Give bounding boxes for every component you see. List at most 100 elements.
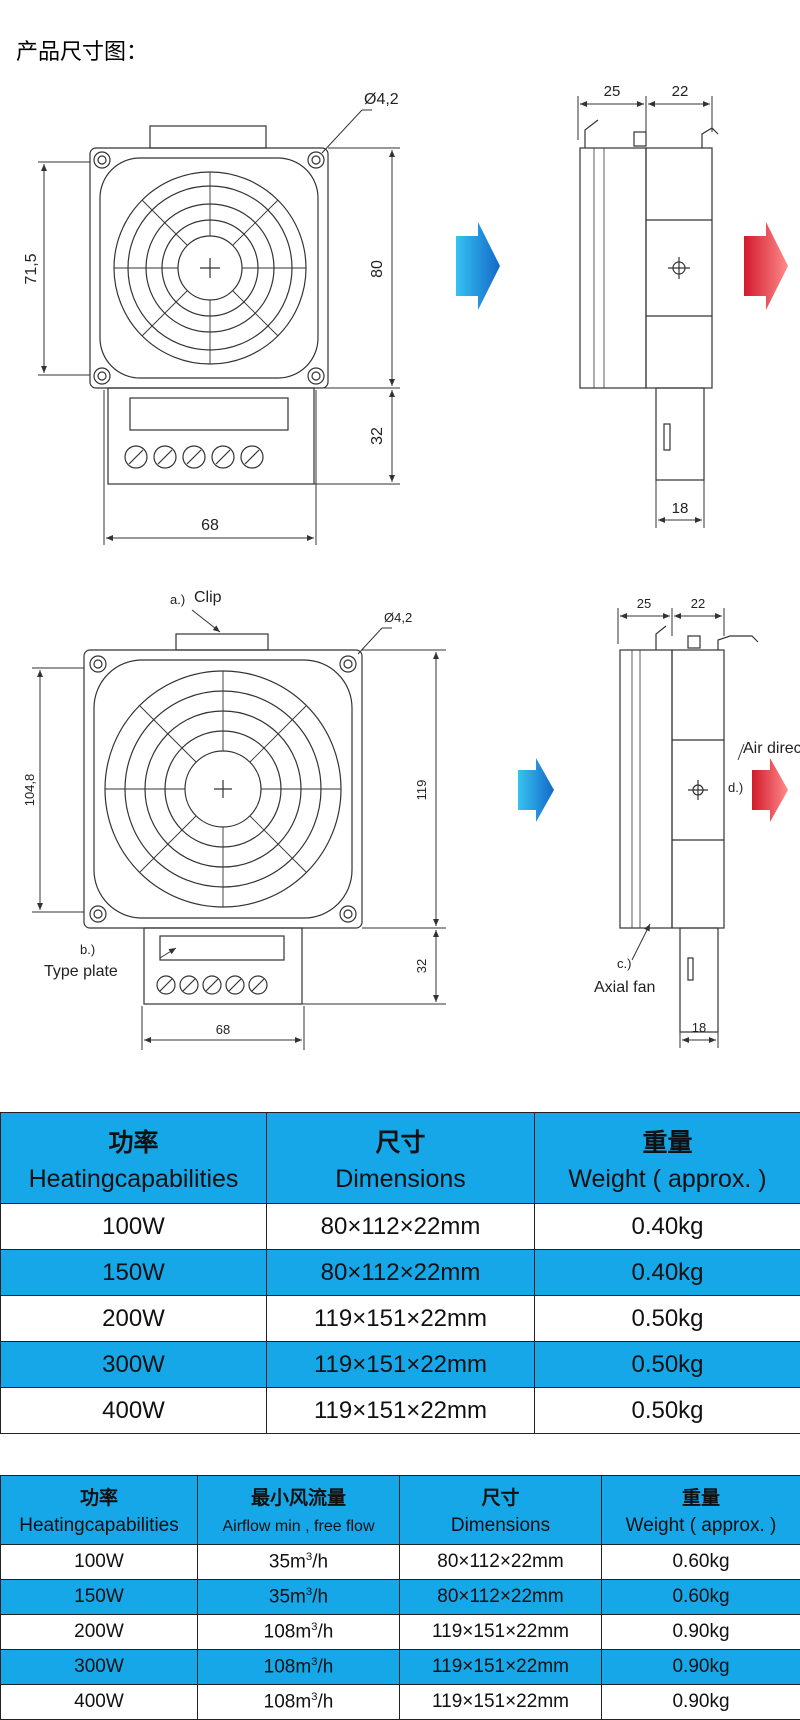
plate-marker: b.) — [80, 942, 95, 957]
side-dim-right: 22 — [672, 83, 689, 100]
cell-weight: 0.50kg — [535, 1296, 800, 1342]
side-view-small-dimensions — [578, 96, 712, 528]
cell-airflow: 108m3/h — [198, 1685, 400, 1720]
side2-dim-bottom: 18 — [692, 1020, 706, 1035]
dim-height-left: 71,5 — [23, 253, 40, 284]
plate-label: Type plate — [44, 963, 118, 980]
cell-dimensions: 80×112×22mm — [400, 1545, 602, 1580]
air-out-arrow-2 — [752, 758, 788, 822]
dim2-height-left: 104,8 — [22, 774, 37, 807]
side-dim-bottom: 18 — [672, 500, 689, 517]
cell-dimensions: 119×151×22mm — [400, 1685, 602, 1720]
front-view-large — [84, 634, 362, 1004]
clip-marker: a.) — [170, 592, 185, 607]
fan-marker: c.) — [617, 956, 631, 971]
dim2-width: 68 — [216, 1022, 230, 1037]
side-terminal-housing-large — [680, 928, 718, 1032]
front-view-small — [90, 126, 328, 484]
dim-bottom-height: 32 — [369, 427, 386, 445]
fan-label: Axial fan — [594, 979, 655, 996]
dim-hole: Ø4,2 — [364, 91, 399, 108]
cell-dimensions: 80×112×22mm — [400, 1580, 602, 1615]
dim2-height-right: 119 — [414, 780, 429, 801]
side-dim-left: 25 — [604, 83, 621, 100]
cell-dimensions: 80×112×22mm — [267, 1250, 535, 1296]
cell-dimensions: 119×151×22mm — [400, 1615, 602, 1650]
air-in-arrow-2 — [518, 758, 554, 822]
cell-dimensions: 119×151×22mm — [267, 1296, 535, 1342]
table-row: 300W 119×151×22mm 0.50kg — [1, 1342, 800, 1388]
cell-power: 400W — [1, 1685, 198, 1720]
terminal-housing — [108, 388, 314, 484]
cell-dimensions: 119×151×22mm — [267, 1342, 535, 1388]
cell-power: 150W — [1, 1250, 267, 1296]
table-row: 200W 108m3/h 119×151×22mm 0.90kg — [1, 1615, 800, 1650]
side2-dim-right: 22 — [691, 596, 705, 611]
cell-power: 100W — [1, 1204, 267, 1250]
cell-weight: 0.90kg — [602, 1615, 800, 1650]
dim-width: 68 — [201, 517, 219, 534]
cell-dimensions: 119×151×22mm — [400, 1650, 602, 1685]
cell-power: 100W — [1, 1545, 198, 1580]
table-row: 200W 119×151×22mm 0.50kg — [1, 1296, 800, 1342]
front-view-small-dimensions — [38, 110, 400, 545]
cell-weight: 0.50kg — [535, 1342, 800, 1388]
cell-weight: 0.50kg — [535, 1388, 800, 1434]
clip-label: Clip — [194, 589, 222, 606]
air-out-arrow — [744, 222, 788, 310]
terminal-screws — [125, 446, 263, 468]
cell-dimensions: 80×112×22mm — [267, 1204, 535, 1250]
type-plate-shape — [130, 398, 288, 430]
table-row: 300W 108m3/h 119×151×22mm 0.90kg — [1, 1650, 800, 1685]
cell-power: 300W — [1, 1650, 198, 1685]
cell-weight: 0.90kg — [602, 1650, 800, 1685]
dim-height-right: 80 — [369, 260, 386, 278]
side-view-large — [620, 626, 758, 1032]
dimension-drawings: 71,5 80 32 68 Ø4,2 25 22 18 — [0, 0, 800, 1100]
cell-airflow: 108m3/h — [198, 1615, 400, 1650]
air-marker: d.) — [728, 780, 743, 795]
side-terminal-housing — [656, 388, 704, 480]
cell-power: 300W — [1, 1342, 267, 1388]
table-row: 100W 35m3/h 80×112×22mm 0.60kg — [1, 1545, 800, 1580]
air-in-arrow — [456, 222, 500, 310]
table-row: 100W 80×112×22mm 0.40kg — [1, 1204, 800, 1250]
clip-shape — [150, 126, 266, 148]
type-plate-shape-large — [160, 936, 284, 960]
cell-power: 150W — [1, 1580, 198, 1615]
cell-power: 400W — [1, 1388, 267, 1434]
cell-airflow: 35m3/h — [198, 1545, 400, 1580]
side-view-small — [580, 120, 718, 480]
cell-power: 200W — [1, 1615, 198, 1650]
cell-weight: 0.60kg — [602, 1580, 800, 1615]
cell-weight: 0.60kg — [602, 1545, 800, 1580]
table-row: 400W 119×151×22mm 0.50kg — [1, 1388, 800, 1434]
dim2-bottom-height: 32 — [414, 959, 429, 973]
cell-power: 200W — [1, 1296, 267, 1342]
dim2-hole: Ø4,2 — [384, 610, 412, 625]
terminal-housing-large — [144, 928, 302, 1004]
air-label: Air direction — [743, 740, 800, 757]
cell-weight: 0.90kg — [602, 1685, 800, 1720]
table-row: 400W 108m3/h 119×151×22mm 0.90kg — [1, 1685, 800, 1720]
table-row: 150W 80×112×22mm 0.40kg — [1, 1250, 800, 1296]
clip-shape-large — [176, 634, 268, 650]
terminal-screws-large — [157, 976, 267, 994]
cell-weight: 0.40kg — [535, 1250, 800, 1296]
cell-dimensions: 119×151×22mm — [267, 1388, 535, 1434]
cell-weight: 0.40kg — [535, 1204, 800, 1250]
table-row: 150W 35m3/h 80×112×22mm 0.60kg — [1, 1580, 800, 1615]
cell-airflow: 35m3/h — [198, 1580, 400, 1615]
side2-dim-left: 25 — [637, 596, 651, 611]
cell-airflow: 108m3/h — [198, 1650, 400, 1685]
